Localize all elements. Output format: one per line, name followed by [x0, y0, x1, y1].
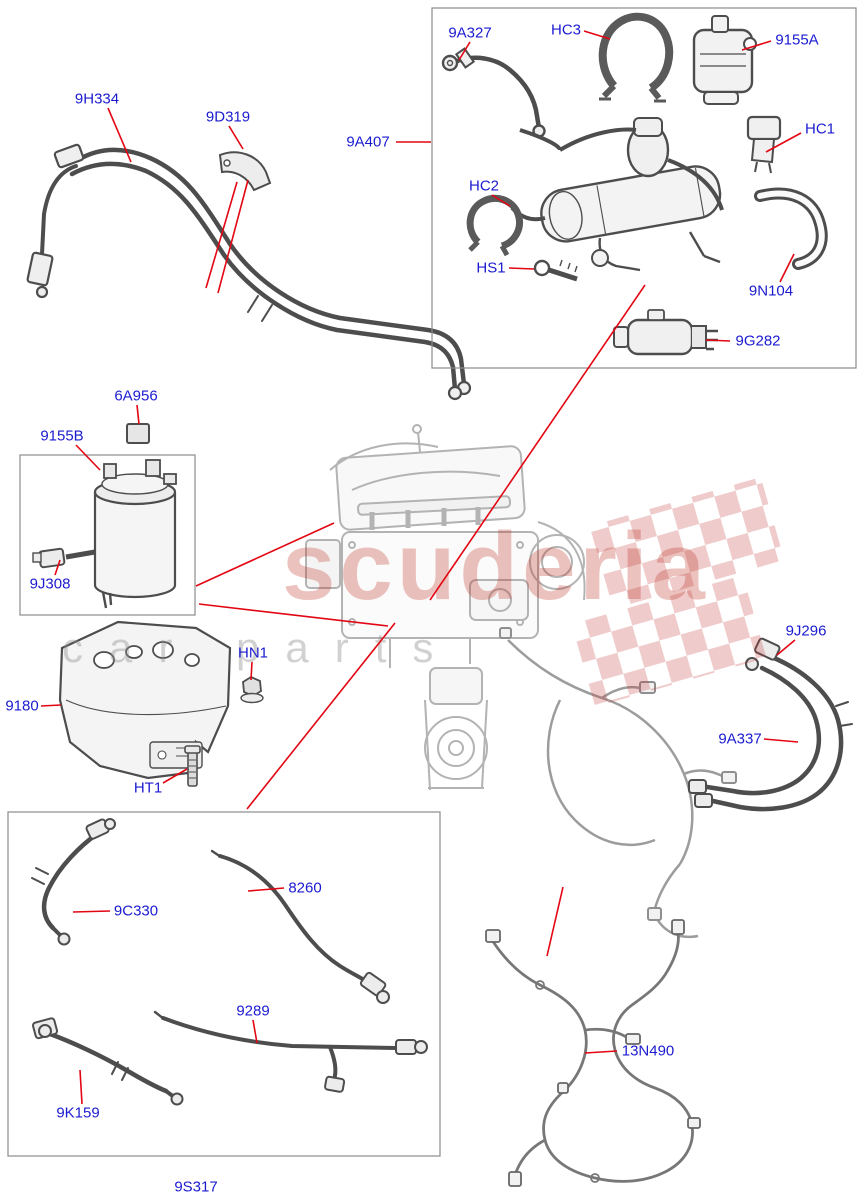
part-label-9A327[interactable]: 9A327 — [448, 24, 492, 42]
part-label-9G282[interactable]: 9G282 — [735, 332, 781, 350]
part-label-9J296[interactable]: 9J296 — [785, 622, 827, 640]
part-label-HC1[interactable]: HC1 — [804, 120, 836, 138]
part-label-9S317[interactable]: 9S317 — [174, 1178, 218, 1196]
part-label-9J308[interactable]: 9J308 — [29, 575, 71, 593]
part-label-9155B[interactable]: 9155B — [40, 427, 84, 445]
part-label-9180[interactable]: 9180 — [5, 697, 39, 715]
part-label-HN1[interactable]: HN1 — [237, 644, 269, 662]
part-label-9K159[interactable]: 9K159 — [56, 1104, 100, 1122]
part-label-9C330[interactable]: 9C330 — [113, 902, 159, 920]
part-label-9289[interactable]: 9289 — [236, 1002, 270, 1020]
part-label-13N490[interactable]: 13N490 — [621, 1042, 675, 1060]
part-label-9A407[interactable]: 9A407 — [346, 133, 390, 151]
part-label-6A956[interactable]: 6A956 — [114, 387, 158, 405]
part-label-9D319[interactable]: 9D319 — [205, 108, 251, 126]
part-label-8260[interactable]: 8260 — [288, 879, 322, 897]
part-label-9155A[interactable]: 9155A — [775, 31, 819, 49]
part-label-9H334[interactable]: 9H334 — [74, 90, 120, 108]
part-label-9A337[interactable]: 9A337 — [718, 730, 762, 748]
part-label-9N104[interactable]: 9N104 — [748, 282, 794, 300]
part-label-HC3[interactable]: HC3 — [550, 21, 582, 39]
part-label-HT1[interactable]: HT1 — [133, 779, 163, 797]
part-label-HS1[interactable]: HS1 — [476, 259, 506, 277]
part-label-HC2[interactable]: HC2 — [468, 177, 500, 195]
